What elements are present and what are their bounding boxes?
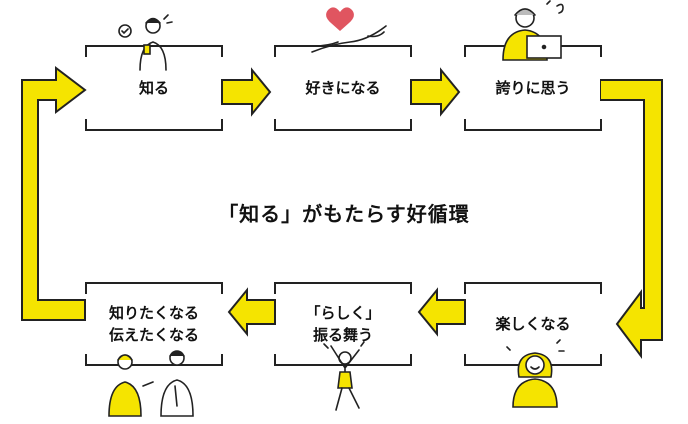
dancing-person-icon bbox=[323, 341, 365, 411]
arrow-act-to-share bbox=[227, 287, 276, 337]
step-box-know: 知る bbox=[85, 45, 223, 131]
step-label-line-2: 振る舞う bbox=[312, 326, 373, 344]
step-box-act: 「らしく」 振る舞う bbox=[274, 282, 412, 366]
step-label: 楽しくなる bbox=[495, 315, 571, 333]
center-title: 「知る」がもたらす好循環 bbox=[218, 202, 470, 226]
arrow-proud-to-enjoy bbox=[599, 79, 663, 359]
step-label-line-1: 「らしく」 bbox=[305, 304, 381, 322]
arrow-share-to-know bbox=[21, 65, 87, 321]
step-label: 好きになる bbox=[305, 79, 381, 97]
man-with-laptop-icon bbox=[502, 0, 564, 61]
hand-with-heart-icon bbox=[311, 7, 387, 53]
step-label-line-1: 知りたくなる bbox=[108, 304, 199, 322]
step-label: 知る bbox=[138, 79, 169, 97]
step-box-share: 知りたくなる 伝えたくなる bbox=[85, 282, 223, 366]
step-box-enjoy: 楽しくなる bbox=[464, 282, 602, 366]
step-box-like: 好きになる bbox=[274, 45, 412, 131]
arrow-know-to-like bbox=[221, 67, 272, 117]
step-label-line-2: 伝えたくなる bbox=[108, 326, 199, 344]
two-people-talking-icon bbox=[108, 350, 194, 417]
step-label: 誇りに思う bbox=[495, 79, 571, 97]
arrow-enjoy-to-act bbox=[417, 287, 466, 337]
happy-woman-icon bbox=[506, 339, 565, 408]
arrow-like-to-proud bbox=[410, 67, 461, 117]
person-with-phone-icon bbox=[118, 14, 173, 71]
